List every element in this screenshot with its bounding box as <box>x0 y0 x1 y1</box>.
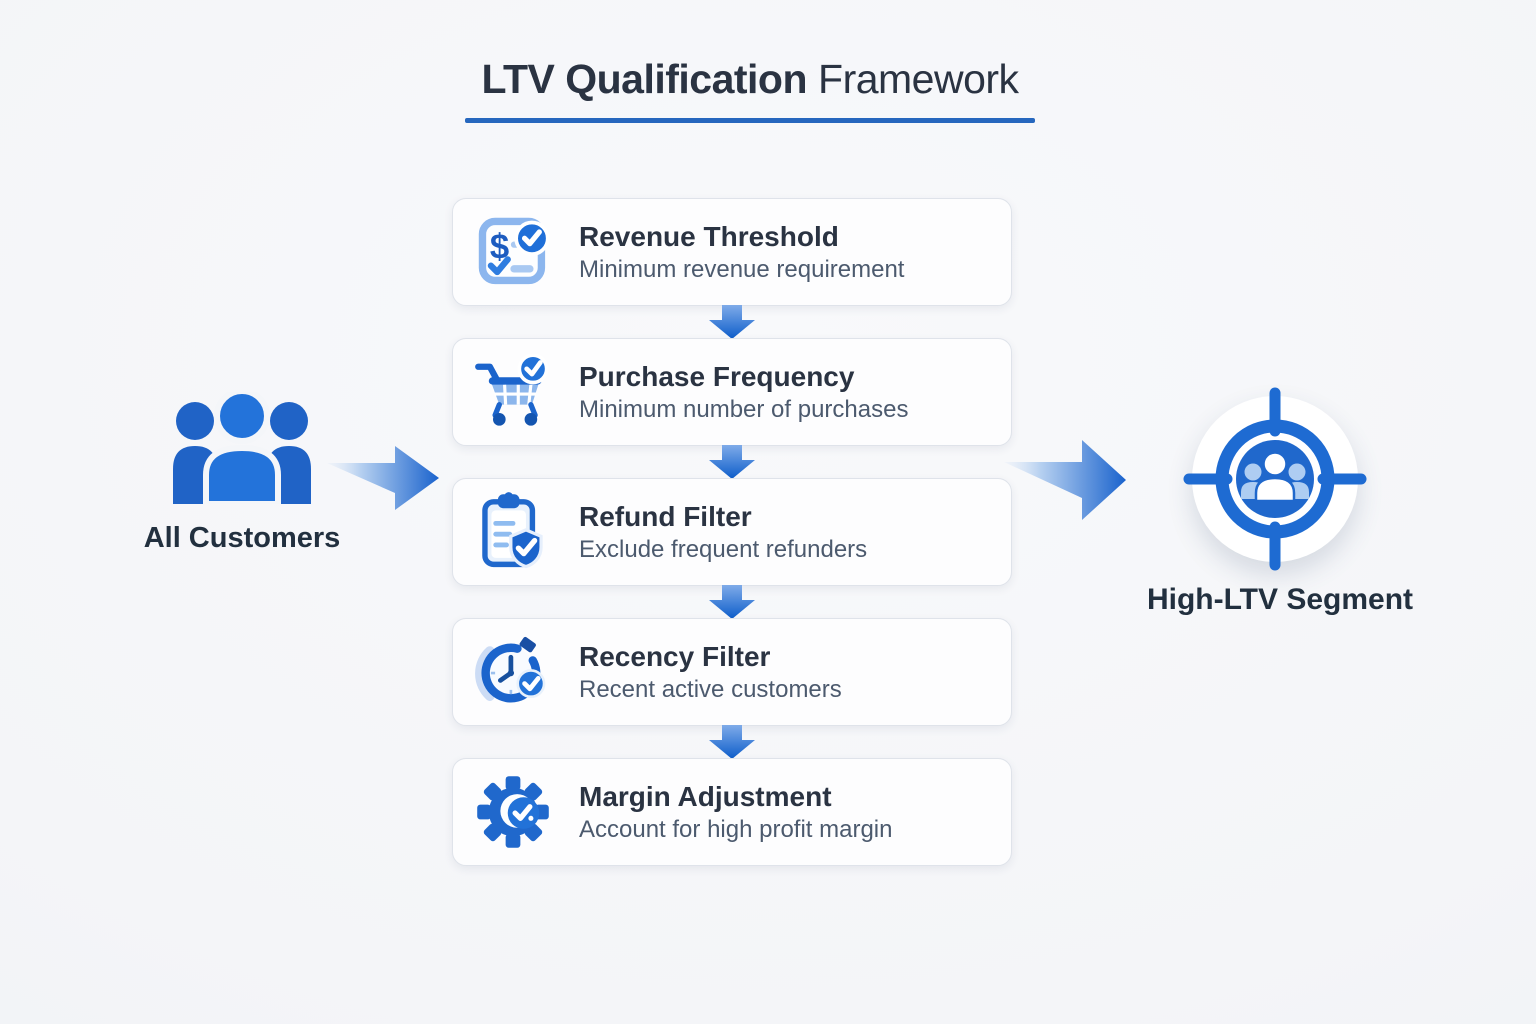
target-audience-icon <box>1183 387 1367 571</box>
step-title: Refund Filter <box>579 500 752 532</box>
title-underline <box>465 118 1035 123</box>
source-label: All Customers <box>143 522 341 554</box>
step-subtitle: Minimum number of purchases <box>579 395 909 423</box>
qualification-steps: $ Revenue Threshold Minimum revenue requ… <box>452 198 1012 866</box>
gear-check-icon <box>469 772 557 852</box>
step-title: Recency Filter <box>579 640 771 672</box>
step-subtitle: Recent active customers <box>579 675 842 703</box>
svg-text:$: $ <box>490 228 509 266</box>
step-subtitle: Minimum revenue requirement <box>579 255 905 283</box>
step-title: Revenue Threshold <box>579 220 839 252</box>
result-label: High-LTV Segment <box>1146 583 1414 616</box>
step-subtitle: Exclude frequent refunders <box>579 535 868 563</box>
customers-group-icon <box>173 392 311 504</box>
flow-arrow-down-icon <box>709 305 755 339</box>
flow-arrow-into-steps-icon <box>327 446 439 510</box>
cart-check-icon <box>469 354 557 430</box>
clock-history-check-icon <box>469 632 557 712</box>
step-card-margin-adjustment: Margin Adjustment Account for high profi… <box>452 758 1012 866</box>
step-title: Margin Adjustment <box>579 780 832 812</box>
step-subtitle: Account for high profit margin <box>579 815 893 843</box>
flow-arrow-down-icon <box>709 725 755 759</box>
step-card-refund-filter: Refund Filter Exclude frequent refunders <box>452 478 1012 586</box>
result-badge <box>1180 384 1370 574</box>
dollar-checklist-icon: $ <box>469 212 557 292</box>
clipboard-shield-icon <box>469 491 557 573</box>
step-title: Purchase Frequency <box>579 360 855 392</box>
step-card-revenue-threshold: $ Revenue Threshold Minimum revenue requ… <box>452 198 1012 306</box>
flow-arrow-down-icon <box>709 585 755 619</box>
step-card-recency-filter: Recency Filter Recent active customers <box>452 618 1012 726</box>
step-card-purchase-frequency: Purchase Frequency Minimum number of pur… <box>452 338 1012 446</box>
page-title-rest: Framework <box>818 56 1019 102</box>
flow-arrow-out-of-steps-icon <box>1004 440 1126 520</box>
page-title-emphasis: LTV Qualification <box>481 56 808 102</box>
flow-arrow-down-icon <box>709 445 755 479</box>
